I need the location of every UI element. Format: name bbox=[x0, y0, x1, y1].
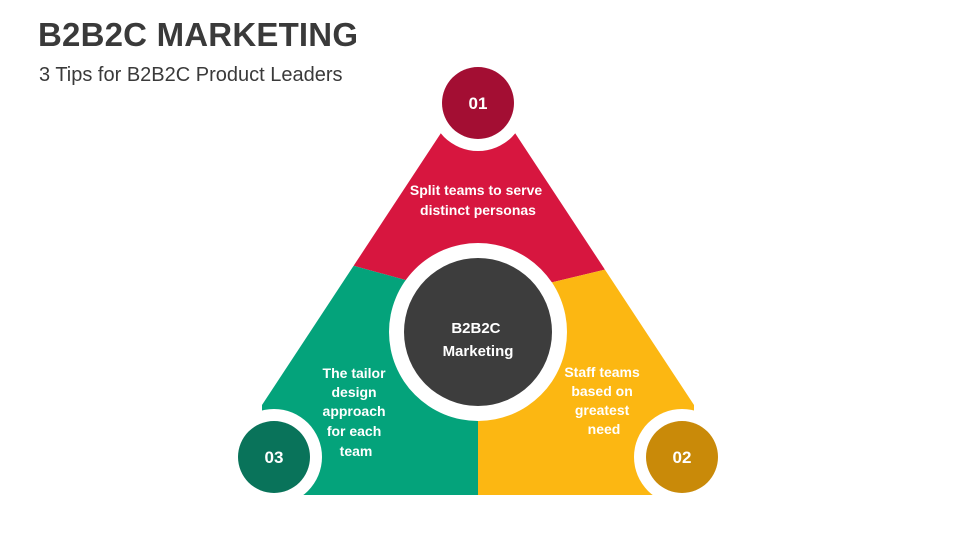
segment-02-line-1: Staff teams bbox=[564, 364, 640, 380]
center-hub bbox=[404, 258, 552, 406]
slide-title: B2B2C MARKETING bbox=[38, 16, 359, 53]
segment-01-text: Split teams to serve distinct personas bbox=[410, 182, 546, 218]
segment-03-text: The tailor design approach for each team bbox=[323, 365, 390, 459]
segment-03-line-3: approach bbox=[323, 403, 386, 419]
center-label-line-2: Marketing bbox=[443, 343, 514, 360]
badge-03-label: 03 bbox=[265, 448, 284, 467]
slide-subtitle: 3 Tips for B2B2C Product Leaders bbox=[39, 64, 343, 86]
badge-03 bbox=[238, 421, 310, 493]
segment-03-line-2: design bbox=[331, 384, 376, 400]
badge-02 bbox=[646, 421, 718, 493]
segment-02-line-3: greatest bbox=[575, 402, 630, 418]
badge-01 bbox=[442, 67, 514, 139]
center-label: B2B2C Marketing bbox=[443, 320, 514, 360]
segment-02-text: Staff teams based on greatest need bbox=[564, 364, 643, 437]
segment-02-line-2: based on bbox=[571, 383, 632, 399]
segment-01-line-1: Split teams to serve bbox=[410, 182, 542, 198]
segment-03-line-1: The tailor bbox=[323, 365, 387, 381]
center-label-line-1: B2B2C bbox=[451, 320, 500, 337]
segment-01-line-2: distinct personas bbox=[420, 202, 536, 218]
badge-01-label: 01 bbox=[469, 94, 488, 113]
segment-03-line-5: team bbox=[340, 443, 373, 459]
segment-03-line-4: for each bbox=[327, 423, 381, 439]
segment-02-line-4: need bbox=[588, 421, 621, 437]
badge-02-label: 02 bbox=[673, 448, 692, 467]
